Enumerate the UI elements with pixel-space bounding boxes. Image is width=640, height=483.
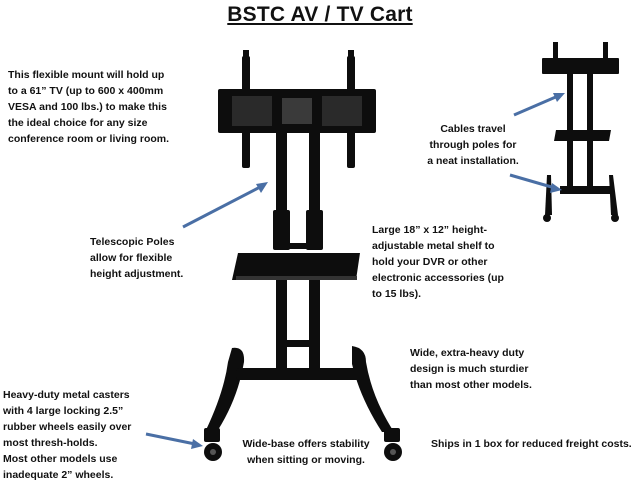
small-cart-image (542, 42, 619, 222)
main-cart-image (204, 50, 402, 461)
mount-caption: This flexible mount will hold up to a 61… (8, 69, 170, 145)
cables-caption: Cables travel through poles for a neat i… (427, 123, 519, 167)
ships-caption: Ships in 1 box for reduced freight costs… (431, 438, 632, 450)
design-caption: Wide, extra-heavy duty design is much st… (410, 347, 532, 391)
base-caption: Wide-base offers stability when sitting … (242, 438, 370, 466)
telescopic-caption: Telescopic Poles allow for flexible heig… (90, 236, 184, 280)
page-title: BSTC AV / TV Cart (227, 3, 413, 26)
casters-caption: Heavy-duty metal casters with 4 large lo… (3, 389, 132, 481)
shelf-caption: Large 18” x 12” height- adjustable metal… (372, 224, 504, 300)
callout-arrows (145, 93, 565, 449)
